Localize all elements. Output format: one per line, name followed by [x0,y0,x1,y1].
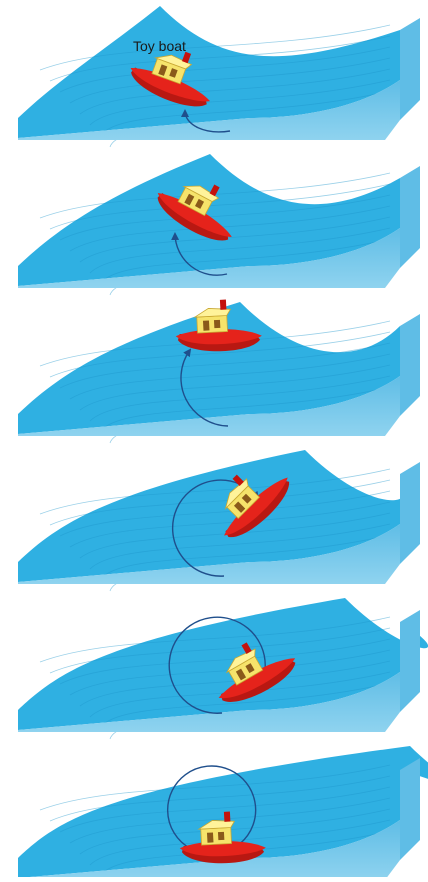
boat-window [214,320,220,328]
wave-side-face [400,18,420,120]
wave-side-face [400,610,420,712]
wave-side-face [400,758,420,860]
toy-boat-label: Toy boat [133,38,186,54]
boat-window [207,832,214,842]
wave-side-face [400,314,420,416]
boat-funnel [224,812,231,822]
boat-cabin [201,828,232,846]
wave-side-face [400,166,420,268]
wave-panel-4 [18,450,420,591]
wave-panel-1 [18,6,420,147]
boat-window [203,320,210,330]
boat-window [218,832,224,840]
boat-funnel [220,300,227,310]
wave-side-face [400,462,420,564]
boat-cabin [197,316,228,334]
wave-panel-5 [18,598,428,739]
